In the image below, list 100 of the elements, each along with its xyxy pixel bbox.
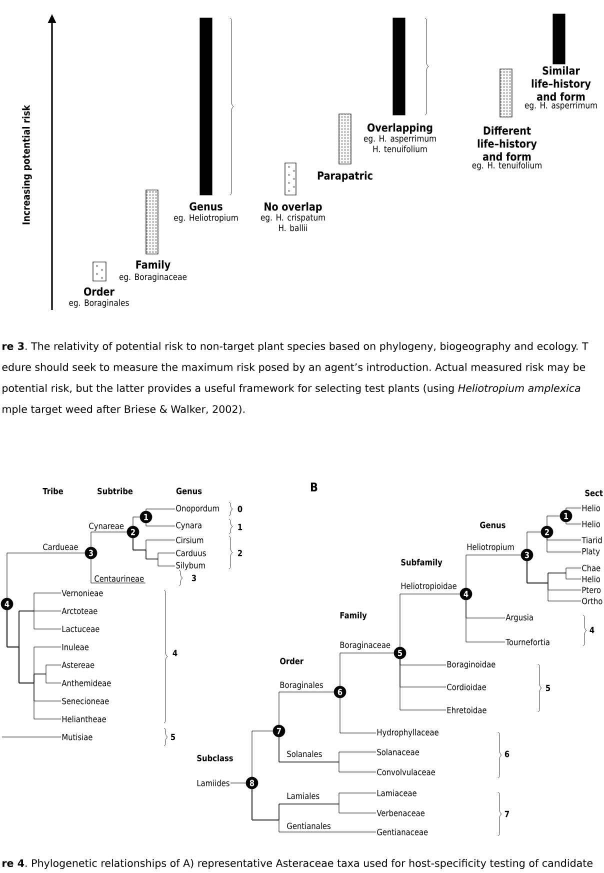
- example-text: eg. Boraginaceae: [119, 273, 187, 282]
- taxon-label: Platy: [582, 548, 600, 556]
- tree-branch: [6, 592, 62, 720]
- taxon-label: Tiarid: [582, 536, 602, 544]
- tree-branch: [466, 554, 522, 588]
- tree-branch: [546, 516, 560, 526]
- taxon-label: Onopordum: [176, 504, 219, 514]
- tree-branch: [340, 698, 376, 734]
- node-number: 6: [334, 686, 346, 698]
- taxon-label: Centaurineae: [94, 575, 144, 582]
- edge-label: Heliotropioidae: [400, 582, 458, 592]
- taxon-label: Argusia: [506, 614, 533, 622]
- taxon-label: Tournefortia: [506, 638, 550, 646]
- bar-heading: No overlap: [264, 202, 322, 213]
- taxon-label: Inuleae: [62, 644, 89, 650]
- edge-label: Lamiales: [286, 792, 320, 800]
- group-number: 4: [590, 626, 594, 634]
- node-number: 2: [540, 526, 554, 538]
- tree-branch: [400, 658, 446, 710]
- edge-label: Gentianales: [286, 822, 332, 830]
- taxon-label: Vernonieae: [62, 590, 103, 596]
- group-number: 4: [172, 650, 178, 656]
- taxon-label: Carduus: [176, 550, 206, 556]
- group-number: 5: [546, 684, 550, 692]
- tree-branch: [2, 736, 62, 738]
- bar-heading: Similar life–history and form: [532, 66, 591, 101]
- bar-heading: Order: [84, 287, 114, 296]
- taxon-label: Heliantheae: [62, 716, 106, 722]
- tree-branch: [278, 692, 334, 726]
- column-heading: Family: [340, 612, 367, 620]
- column-heading: Order: [280, 658, 304, 664]
- tree-branch: [132, 516, 140, 526]
- taxon-label: Cirsium: [176, 536, 204, 544]
- bar-heading: Family: [136, 260, 170, 271]
- axis-label: Increasing potential risk: [22, 104, 32, 224]
- tree-branch: [566, 508, 582, 510]
- taxon-label: Ortho: [582, 598, 602, 604]
- caption-text: edure should seek to measure the maximum risk posed by an agent’s introduction. Actual measured risk may be: [2, 363, 586, 373]
- bar-heading: Different life–history and form: [478, 126, 537, 161]
- group-number: 2: [238, 550, 242, 556]
- taxon-label: Solanaceae: [377, 748, 420, 756]
- node-number: 3: [84, 546, 98, 560]
- tree-branch: [6, 552, 86, 598]
- group-number: 5: [171, 734, 176, 740]
- edge-label: Solanales: [286, 750, 323, 758]
- edge-label: Boraginales: [279, 681, 324, 690]
- tree-branch: [230, 782, 246, 784]
- tree-branch: [146, 508, 176, 512]
- tree-branch: [278, 736, 376, 772]
- taxon-label: Mutisiae: [62, 734, 92, 740]
- column-heading: Tribe: [42, 488, 63, 494]
- taxon-label: Gentianaceae: [377, 828, 428, 836]
- tree-branch: [400, 594, 460, 648]
- taxon-label: Anthemideae: [62, 680, 111, 686]
- caption-text: mple target weed after Briese & Walker, 2002).: [2, 405, 244, 415]
- tree-branch: [340, 652, 394, 686]
- column-heading: Genus: [480, 522, 506, 528]
- taxon-label: Chae: [582, 564, 600, 572]
- edge-label: Heliotropium: [466, 543, 515, 552]
- taxon-label: Ptero: [582, 586, 601, 594]
- tree-branch: [252, 788, 376, 832]
- taxon-label: Arctoteae: [62, 608, 98, 614]
- group-number: 1: [238, 524, 242, 530]
- taxon-label: Lamiides: [197, 780, 230, 786]
- tree-branch: [566, 522, 582, 524]
- example-text: eg. H. crispatum H. ballii: [260, 214, 325, 232]
- bar-heading: Parapatric: [318, 171, 372, 182]
- taxon-label: Senecioneae: [62, 698, 109, 704]
- example-text: eg. Boraginales: [69, 299, 129, 308]
- taxon-label: Ehretoidae: [447, 706, 486, 714]
- tree-branch: [526, 532, 542, 550]
- taxon-label: Hydrophyllaceae: [377, 728, 438, 738]
- edge-label: Cardueae: [42, 543, 79, 551]
- edge-label: Cynareae: [88, 522, 124, 532]
- node-number: 7: [272, 724, 286, 738]
- tree-branch: [526, 560, 582, 602]
- node-number: 4: [460, 588, 472, 600]
- group-number: 6: [504, 750, 510, 758]
- tree-branch: [466, 600, 506, 642]
- taxon-label: Convolvulaceae: [377, 768, 435, 776]
- column-heading: Subfamily: [401, 558, 442, 568]
- tree-branch: [252, 730, 274, 778]
- caption-text: re 3. The relativity of potential risk to non-target plant species based on phylogeny, biogeography and ecology. T: [2, 342, 588, 352]
- taxon-label: Lamiaceae: [377, 790, 416, 796]
- edge-label: Boraginaceae: [339, 641, 392, 650]
- caption-text: potential risk, but the latter provides a useful framework for selecting test plants (using Heliotropium amplexica: [2, 384, 580, 394]
- taxon-label: Astereae: [62, 662, 94, 668]
- group-number: 3: [192, 574, 196, 582]
- tree-branch: [90, 532, 128, 548]
- taxon-label: Helio: [582, 520, 600, 528]
- node-number: 5: [394, 646, 406, 660]
- taxon-label: Helio: [582, 576, 600, 582]
- bar-heading: Genus: [190, 202, 222, 211]
- node-number: 1: [560, 510, 572, 522]
- column-heading: Genus: [176, 488, 202, 494]
- panel-letter: B: [310, 482, 318, 492]
- node-number: 8: [246, 776, 258, 790]
- taxon-label: Helio: [582, 504, 600, 512]
- group-number: 7: [504, 810, 509, 818]
- node-number: 4: [0, 598, 14, 610]
